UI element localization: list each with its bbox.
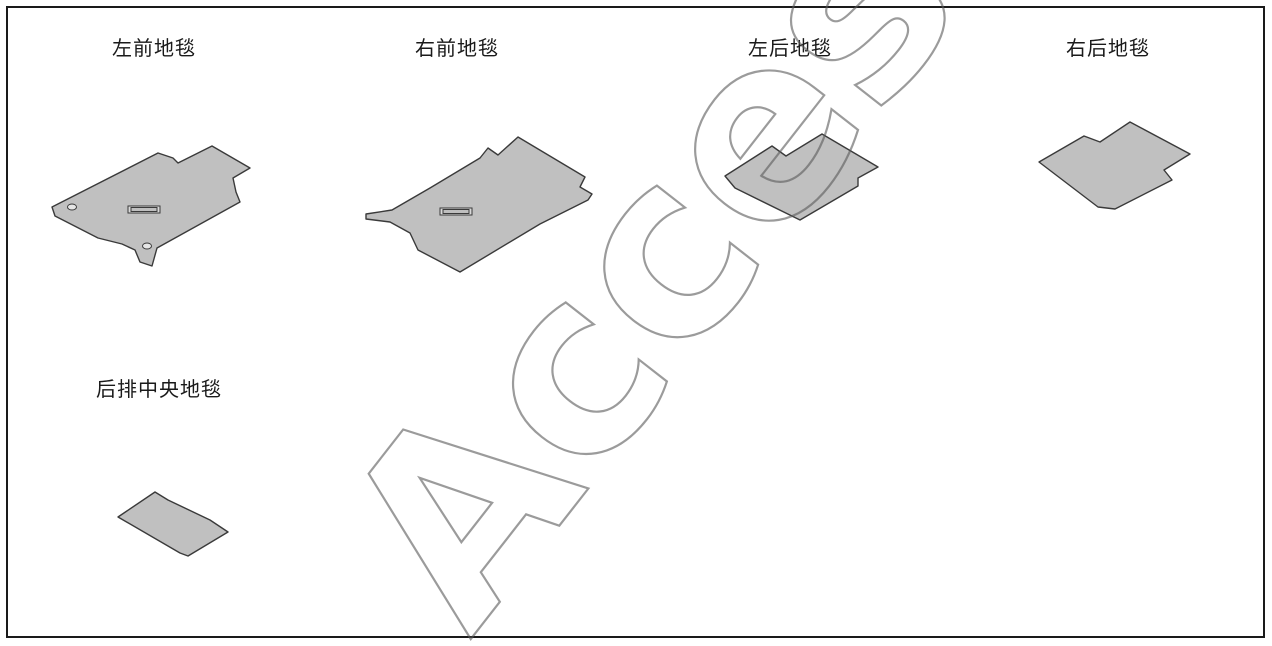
front-left-mat: [51, 145, 251, 267]
label-rear-right-mat: 右后地毯: [1066, 36, 1150, 60]
label-front-left-mat: 左前地毯: [112, 36, 196, 60]
watermark-text: Access: [287, 0, 1106, 646]
rear-right-mat: [1038, 121, 1191, 210]
diagram-frame: [6, 6, 1265, 638]
label-rear-center-mat: 后排中央地毯: [96, 377, 222, 401]
rear-left-mat: [724, 133, 879, 221]
label-rear-left-mat: 左后地毯: [748, 36, 832, 60]
front-right-mat: [365, 136, 593, 273]
rear-center-mat: [117, 491, 229, 557]
label-front-right-mat: 右前地毯: [415, 36, 499, 60]
watermark: Access: [286, 0, 1107, 646]
